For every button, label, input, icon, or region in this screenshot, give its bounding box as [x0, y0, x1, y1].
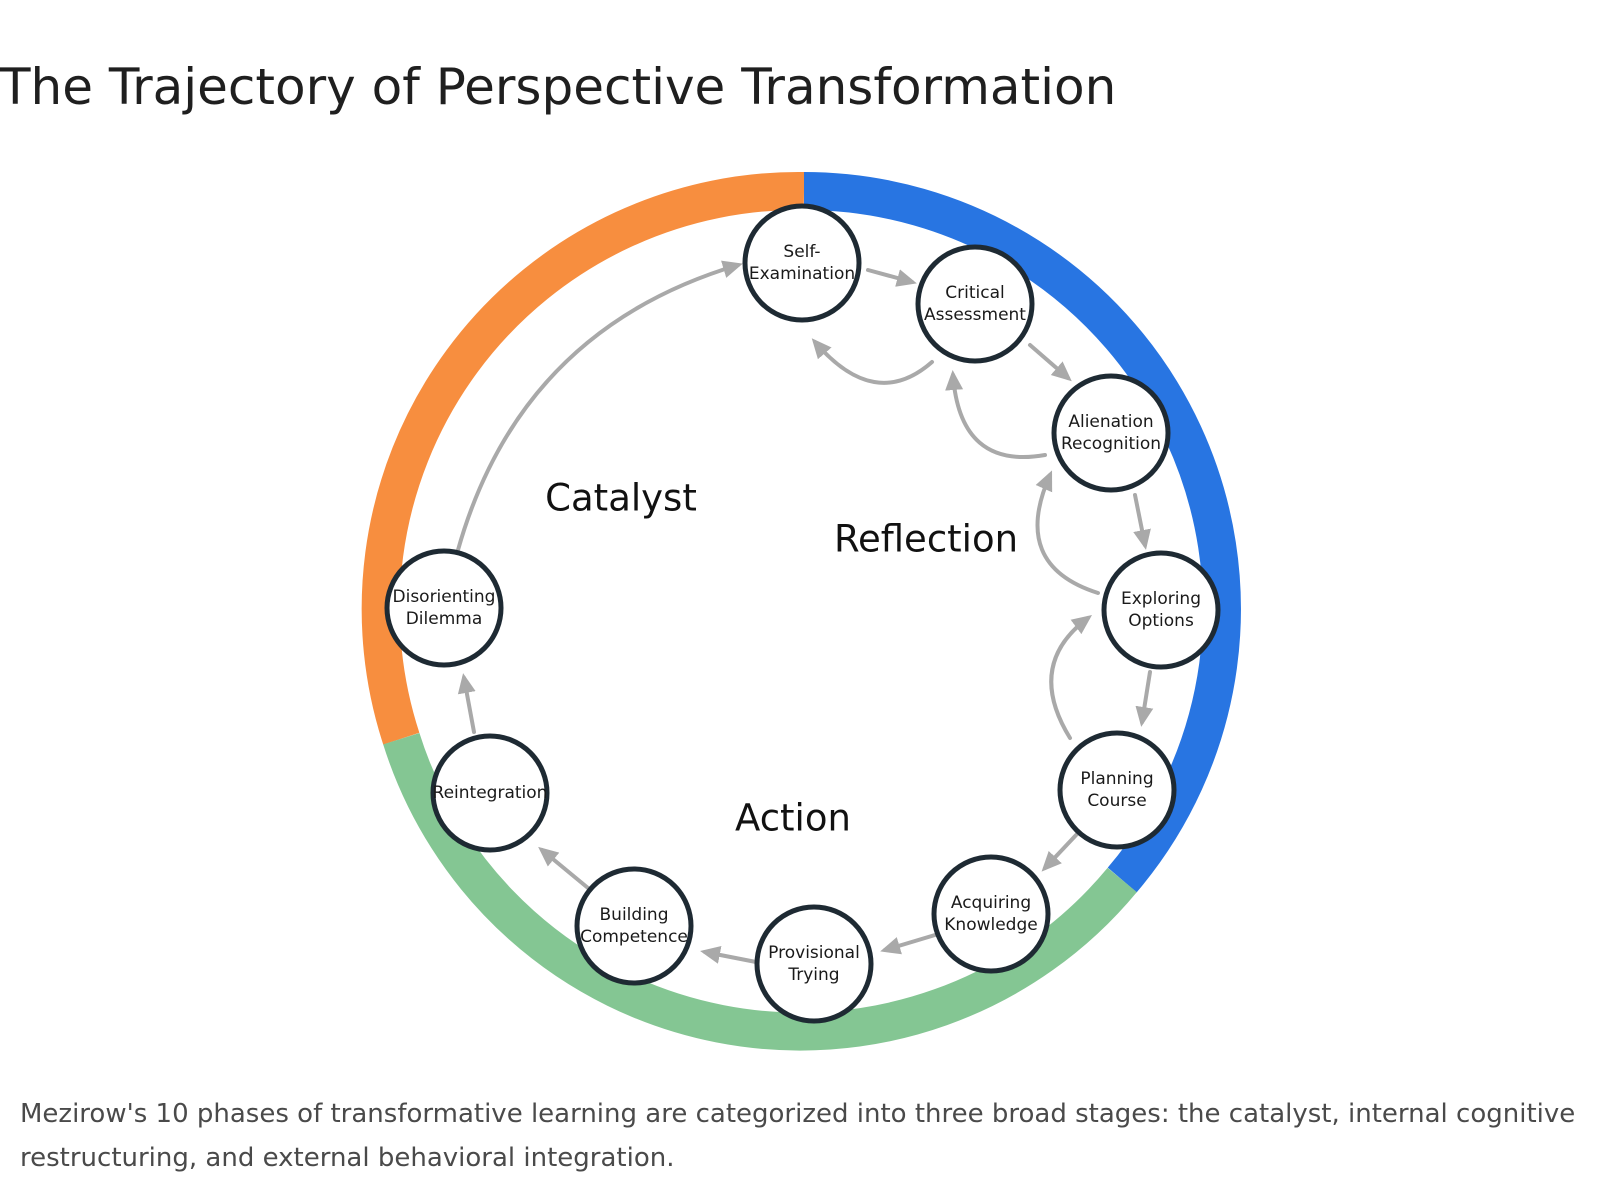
phase-label: Examination — [749, 264, 855, 284]
arrow-dilemma-to-self-examination — [456, 260, 743, 552]
stage-ring — [361, 171, 1241, 1051]
phase-label: Critical — [945, 283, 1004, 303]
phase-label: Course — [1087, 791, 1146, 811]
stage-label-reflection: Reflection — [834, 518, 1018, 561]
phase-label: Self- — [783, 242, 820, 262]
phase-label: Knowledge — [944, 915, 1037, 935]
arrow-provisional-to-building — [700, 946, 758, 964]
arrow-planning-to-acquiring — [1041, 831, 1080, 872]
diagram-caption: Mezirow's 10 phases of transformative le… — [20, 1099, 1576, 1173]
phase-label: Acquiring — [951, 893, 1031, 913]
phase-label: Assessment — [924, 305, 1026, 325]
arrow-acquiring-to-provisional — [880, 933, 937, 955]
arrow-critical-assessment-to-alienation — [1028, 343, 1072, 382]
phase-circle — [742, 203, 862, 323]
arrow-exploring-to-planning — [1135, 670, 1154, 727]
phase-label: Options — [1128, 611, 1194, 631]
arrow-building-to-reintegration — [538, 846, 590, 890]
phase-arrows — [456, 260, 1154, 964]
arrow-alienation-return — [945, 370, 1047, 460]
phase-circle — [574, 866, 694, 986]
phase-label: Planning — [1080, 769, 1153, 789]
phase-label: Recognition — [1061, 434, 1161, 454]
phase-nodes: Self-ExaminationCriticalAssessmentAliena… — [384, 203, 1221, 1024]
phase-circle — [1051, 373, 1171, 493]
arrow-exploring-return — [1035, 470, 1100, 595]
phase-circle — [430, 733, 550, 853]
phase-label: Provisional — [768, 943, 860, 963]
phase-label: Dilemma — [406, 609, 483, 629]
phase-label: Disorienting — [393, 587, 496, 607]
page-title: The Trajectory of Perspective Transforma… — [0, 58, 1117, 116]
arrow-planning-return — [1049, 615, 1093, 740]
phase-circle — [931, 854, 1051, 974]
action-ring-segment — [383, 732, 1137, 1051]
phase-label: Building — [600, 905, 669, 925]
arrow-alienation-to-exploring — [1133, 493, 1151, 550]
phase-label: Alienation — [1068, 412, 1153, 432]
phase-label: Reintegration — [433, 783, 548, 803]
catalyst-ring-segment — [361, 171, 805, 745]
stage-label-catalyst: Catalyst — [545, 477, 697, 520]
arrow-critical-assessment-return — [811, 338, 934, 385]
phase-circle — [384, 548, 504, 668]
phase-label: Competence — [580, 927, 688, 947]
phase-circle — [915, 244, 1035, 364]
arrow-self-examination-to-critical-assessment — [866, 268, 917, 287]
stage-label-action: Action — [735, 797, 851, 840]
phase-circle — [754, 904, 874, 1024]
phase-node-reintegration: Reintegration — [430, 733, 550, 853]
phase-circle — [1101, 550, 1221, 670]
arrow-reintegration-to-dilemma — [457, 673, 476, 734]
phase-label: Exploring — [1121, 589, 1201, 609]
phase-node-self-examination: Self-Examination — [742, 203, 862, 323]
phase-circle — [1057, 730, 1177, 850]
phase-label: Trying — [787, 965, 839, 985]
reflection-ring-segment — [803, 172, 1241, 893]
